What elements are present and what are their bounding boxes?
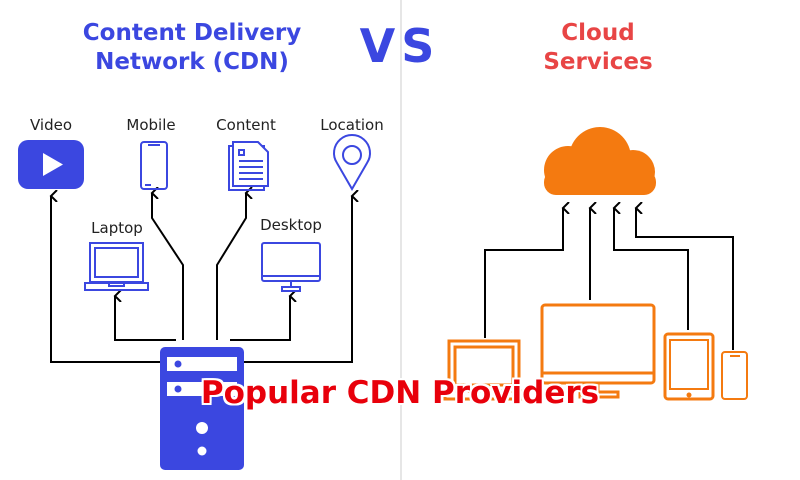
mobile-phone-icon xyxy=(140,141,168,190)
label-mobile: Mobile xyxy=(126,116,176,134)
cloud-title-line1: Cloud xyxy=(561,20,635,46)
tablet-icon xyxy=(663,332,715,401)
label-laptop: Laptop xyxy=(91,219,143,237)
server-icon xyxy=(160,347,244,470)
video-play-icon xyxy=(18,140,84,189)
label-desktop: Desktop xyxy=(260,216,322,234)
banner-title: Popular CDN Providers xyxy=(200,375,600,411)
laptop-icon xyxy=(443,339,525,401)
cdn-title-line1: Content Delivery xyxy=(82,20,302,46)
desktop-monitor-icon xyxy=(540,303,656,399)
location-pin-icon xyxy=(333,134,371,192)
label-location: Location xyxy=(320,116,384,134)
vs-label: VS xyxy=(359,19,441,73)
laptop-icon xyxy=(84,242,149,291)
cdn-title-line2: Network (CDN) xyxy=(95,49,289,75)
smartphone-icon xyxy=(721,351,748,400)
cdn-connectors xyxy=(51,193,352,363)
cloud-title-line2: Services xyxy=(543,49,653,75)
cloud-connectors xyxy=(484,208,734,350)
cdn-title: Content Delivery Network (CDN) xyxy=(83,19,301,77)
label-video: Video xyxy=(29,116,73,134)
cloud-icon xyxy=(544,127,656,195)
desktop-monitor-icon xyxy=(261,242,321,292)
label-content: Content xyxy=(216,116,276,134)
cloud-title: Cloud Services xyxy=(543,19,652,77)
document-icon xyxy=(228,141,269,191)
